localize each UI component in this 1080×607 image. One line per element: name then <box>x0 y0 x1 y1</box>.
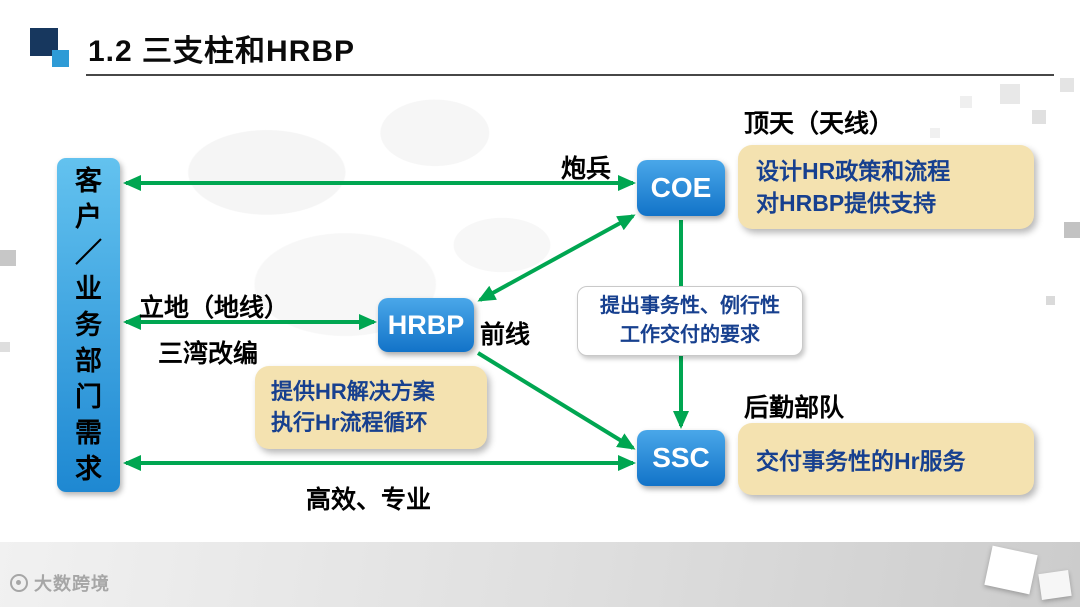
label-ground: 立地（地线） <box>139 294 290 322</box>
watermark-text: 大数跨境 <box>34 574 110 594</box>
decor-square <box>1032 110 1046 124</box>
note-hrbp-description: 提供HR解决方案 执行Hr流程循环 <box>255 366 487 449</box>
node-ssc: SSC <box>637 430 725 486</box>
decor-square <box>0 250 16 266</box>
page-title: 1.2 三支柱和HRBP <box>88 35 356 68</box>
decor-square <box>930 128 940 138</box>
label-top-sky: 顶天（天线） <box>744 110 895 138</box>
label-sanwan-reorganization: 三湾改编 <box>158 340 259 368</box>
decor-square <box>1000 84 1020 104</box>
decor-square <box>1046 296 1055 305</box>
decor-square <box>1064 222 1080 238</box>
label-efficient-professional: 高效、专业 <box>306 486 432 514</box>
note-coe-description: 设计HR政策和流程 对HRBP提供支持 <box>738 145 1034 229</box>
node-customer-needs-label: 客户／业务部门需求 <box>74 166 102 484</box>
label-frontline: 前线 <box>480 321 531 349</box>
label-logistics-troops: 后勤部队 <box>744 394 845 422</box>
decor-square <box>1060 78 1074 92</box>
node-coe: COE <box>637 160 725 216</box>
watermark-icon <box>10 574 28 592</box>
decor-paper <box>1038 570 1072 600</box>
node-customer-needs: 客户／业务部门需求 <box>57 158 120 492</box>
note-ssc-description: 交付事务性的Hr服务 <box>738 423 1034 495</box>
watermark: 大数跨境 <box>10 570 110 596</box>
title-logo-square-light <box>52 50 69 67</box>
note-request-to-ssc: 提出事务性、例行性 工作交付的要求 <box>577 286 803 356</box>
bottom-gray-band <box>0 542 1080 607</box>
label-artillery: 炮兵 <box>561 155 612 183</box>
decor-square <box>0 342 10 352</box>
decor-square <box>960 96 972 108</box>
node-hrbp: HRBP <box>378 298 474 352</box>
title-divider <box>86 74 1054 76</box>
